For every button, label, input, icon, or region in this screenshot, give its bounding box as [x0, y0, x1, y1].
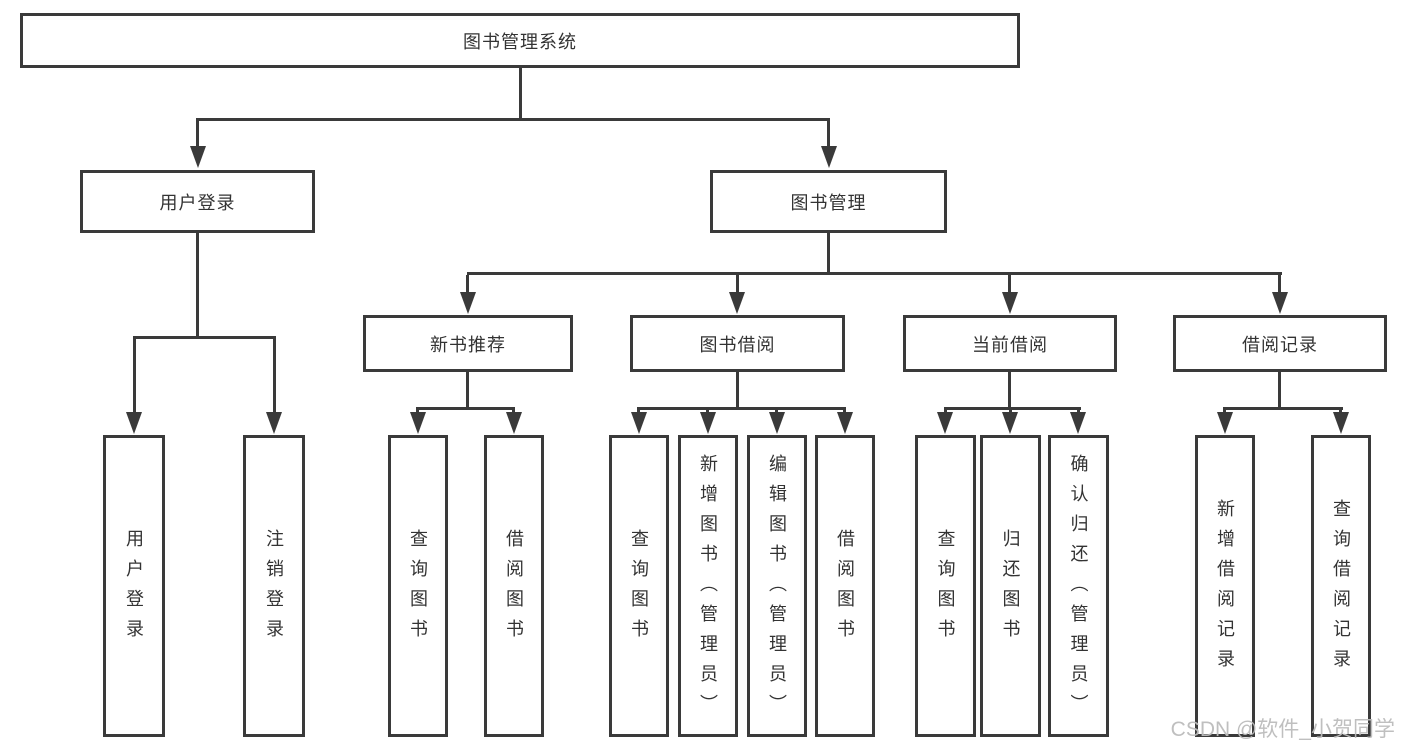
leaf-cb-confirm-return-label: 确认归还（管理员）	[1068, 454, 1089, 724]
leaf-rec-borrow-book-label: 借阅图书	[504, 529, 524, 649]
arrowhead-down-cb-query	[937, 412, 953, 434]
leaf-cb-query-book-label: 查询图书	[935, 529, 956, 649]
connector-root-stem	[519, 68, 522, 121]
node-book-mgmt-label: 图书管理	[790, 192, 867, 213]
connector-root-branch	[196, 118, 830, 121]
leaf-bb-borrow-book: 借阅图书	[815, 435, 875, 737]
node-current-borrow-label: 当前借阅	[972, 334, 1048, 355]
arrowhead-down-bb-edit	[769, 412, 785, 434]
leaf-br-query-record-label: 查询借阅记录	[1331, 499, 1351, 679]
leaf-rec-borrow-book: 借阅图书	[484, 435, 544, 737]
leaf-cb-confirm-return: 确认归还（管理员）	[1048, 435, 1109, 737]
arrowhead-down-br-query	[1333, 412, 1349, 434]
connector-new-book-rec-branch	[416, 407, 515, 410]
arrowhead-down-cb-return	[1002, 412, 1018, 434]
connector-drop-user-login	[196, 121, 199, 151]
connector-drop-book-mgmt	[827, 121, 830, 151]
csdn-watermark: CSDN @软件_小贺同学	[1170, 718, 1395, 741]
node-user-login-label: 用户登录	[159, 192, 236, 213]
node-new-book-rec-label: 新书推荐	[430, 334, 506, 355]
connector-user-login-stem	[196, 233, 199, 339]
connector-book-borrow-stem	[736, 372, 739, 410]
arrowhead-down-bb-add	[700, 412, 716, 434]
leaf-br-query-record: 查询借阅记录	[1311, 435, 1371, 737]
connector-current-borrow-branch	[944, 407, 1081, 410]
arrowhead-down-book-mgmt	[821, 146, 837, 168]
connector-drop-borrow-records	[1278, 275, 1281, 298]
leaf-br-add-record-label: 新增借阅记录	[1215, 499, 1235, 679]
connector-current-borrow-stem	[1008, 372, 1011, 410]
leaf-logout: 注销登录	[243, 435, 305, 737]
leaf-bb-borrow-book-label: 借阅图书	[835, 529, 855, 649]
leaf-bb-add-book: 新增图书（管理员）	[678, 435, 738, 737]
arrowhead-down-cb-confirm	[1070, 412, 1086, 434]
connector-drop-leaf-user-login	[133, 339, 136, 418]
connector-book-mgmt-branch	[467, 272, 1282, 275]
node-borrow-records-label: 借阅记录	[1242, 334, 1318, 355]
node-user-login: 用户登录	[80, 170, 315, 233]
leaf-user-login-label: 用户登录	[124, 529, 144, 649]
connector-drop-book-borrow	[736, 275, 739, 298]
arrowhead-down-rec-query	[410, 412, 426, 434]
leaf-bb-edit-book: 编辑图书（管理员）	[747, 435, 807, 737]
connector-borrow-records-stem	[1278, 372, 1281, 410]
arrowhead-down-current-borrow	[1002, 292, 1018, 314]
node-borrow-records: 借阅记录	[1173, 315, 1387, 372]
leaf-rec-query-book-label: 查询图书	[408, 529, 428, 649]
node-book-borrow-label: 图书借阅	[699, 334, 776, 355]
node-current-borrow: 当前借阅	[903, 315, 1117, 372]
arrowhead-down-rec-borrow	[506, 412, 522, 434]
node-root-label: 图书管理系统	[463, 31, 577, 52]
arrowhead-down-bb-borrow	[837, 412, 853, 434]
arrowhead-down-leaf-user-login	[126, 412, 142, 434]
leaf-bb-query-book: 查询图书	[609, 435, 669, 737]
arrowhead-down-user-login	[190, 146, 206, 168]
node-book-mgmt: 图书管理	[710, 170, 947, 233]
connector-drop-current-borrow	[1008, 275, 1011, 298]
connector-user-login-branch	[133, 336, 276, 339]
node-root-system: 图书管理系统	[20, 13, 1020, 68]
node-book-borrow: 图书借阅	[630, 315, 845, 372]
arrowhead-down-new-book-rec	[460, 292, 476, 314]
leaf-bb-edit-book-label: 编辑图书（管理员）	[767, 454, 787, 724]
leaf-cb-return-book: 归还图书	[980, 435, 1041, 737]
connector-drop-leaf-logout	[273, 339, 276, 418]
node-new-book-rec: 新书推荐	[363, 315, 573, 372]
connector-drop-new-book-rec	[466, 275, 469, 298]
arrowhead-down-book-borrow	[729, 292, 745, 314]
connector-book-mgmt-stem	[827, 233, 830, 275]
leaf-cb-return-book-label: 归还图书	[1000, 529, 1021, 649]
connector-book-borrow-branch	[637, 407, 846, 410]
connector-borrow-records-branch	[1223, 407, 1343, 410]
leaf-user-login: 用户登录	[103, 435, 165, 737]
leaf-br-add-record: 新增借阅记录	[1195, 435, 1255, 737]
arrowhead-down-borrow-records	[1272, 292, 1288, 314]
arrowhead-down-leaf-logout	[266, 412, 282, 434]
leaf-bb-query-book-label: 查询图书	[629, 529, 649, 649]
connector-new-book-rec-stem	[466, 372, 469, 410]
leaf-rec-query-book: 查询图书	[388, 435, 448, 737]
leaf-cb-query-book: 查询图书	[915, 435, 976, 737]
leaf-bb-add-book-label: 新增图书（管理员）	[698, 454, 718, 724]
arrowhead-down-br-add	[1217, 412, 1233, 434]
arrowhead-down-bb-query	[631, 412, 647, 434]
leaf-logout-label: 注销登录	[264, 529, 284, 649]
